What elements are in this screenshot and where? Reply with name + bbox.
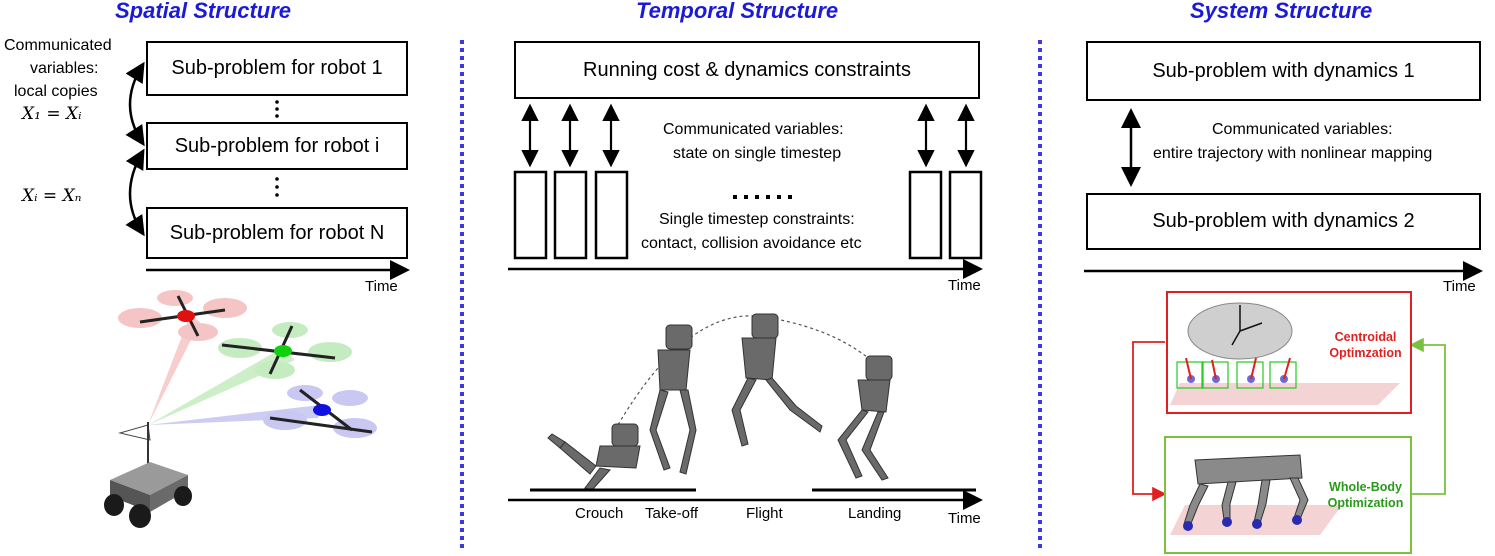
subproblem-dynamics-1: Sub-problem with dynamics 1 <box>1086 41 1481 101</box>
jump-time-label: Time <box>948 510 981 527</box>
blue-drone-icon <box>263 385 377 438</box>
green-drone-icon <box>218 322 352 379</box>
subproblem-dynamics-2: Sub-problem with dynamics 2 <box>1086 193 1481 250</box>
system-structure-title: System Structure <box>1190 0 1373 23</box>
centroidal-optimization-panel <box>1166 291 1412 414</box>
robot-crouch-icon <box>547 423 641 491</box>
system-comm-line-1: Communicated variables: <box>1212 121 1393 138</box>
running-cost-box: Running cost & dynamics constraints <box>514 41 980 99</box>
subproblem-robot-1: Sub-problem for robot 1 <box>146 41 408 96</box>
spatial-comm-label-1: Communicated <box>4 37 112 54</box>
system-time-label: Time <box>1443 278 1476 295</box>
spatial-comm-label-2: variables: <box>30 60 99 77</box>
spatial-equation-2: Xᵢ = Xₙ <box>22 186 82 206</box>
robot-flight-icon <box>731 313 823 447</box>
centroidal-optimization-label: Centroidal Optimzation <box>1329 330 1402 360</box>
subproblem-robot-i: Sub-problem for robot i <box>146 122 408 170</box>
wholebody-optimization-label: Whole-Body Optimization <box>1327 480 1404 510</box>
phase-takeoff: Take-off <box>645 505 699 522</box>
phase-flight: Flight <box>746 505 783 522</box>
spatial-structure-title: Spatial Structure <box>115 0 292 23</box>
red-drone-icon <box>118 290 247 341</box>
temporal-constraint-line-2: contact, collision avoidance etc <box>641 235 862 252</box>
temporal-structure-title: Temporal Structure <box>636 0 839 23</box>
wholebody-optimization-panel <box>1164 436 1412 554</box>
robot-takeoff-icon <box>649 324 697 475</box>
phase-landing: Landing <box>848 505 902 522</box>
robot-landing-icon <box>837 355 893 481</box>
temporal-time-label: Time <box>948 277 981 294</box>
subproblem-robot-n: Sub-problem for robot N <box>146 207 408 259</box>
quadruped-robot-icon <box>1183 454 1309 527</box>
spatial-equation-1: X₁ = Xᵢ <box>22 104 82 124</box>
ground-robot-icon <box>104 422 192 528</box>
spatial-comm-label-3: local copies <box>14 83 98 100</box>
phase-crouch: Crouch <box>575 505 624 522</box>
system-comm-line-2: entire trajectory with nonlinear mapping <box>1153 145 1433 162</box>
spatial-time-label: Time <box>365 278 398 295</box>
temporal-comm-line-2: state on single timestep <box>673 145 842 162</box>
temporal-comm-line-1: Communicated variables: <box>663 121 844 138</box>
temporal-constraint-line-1: Single timestep constraints: <box>659 211 855 228</box>
